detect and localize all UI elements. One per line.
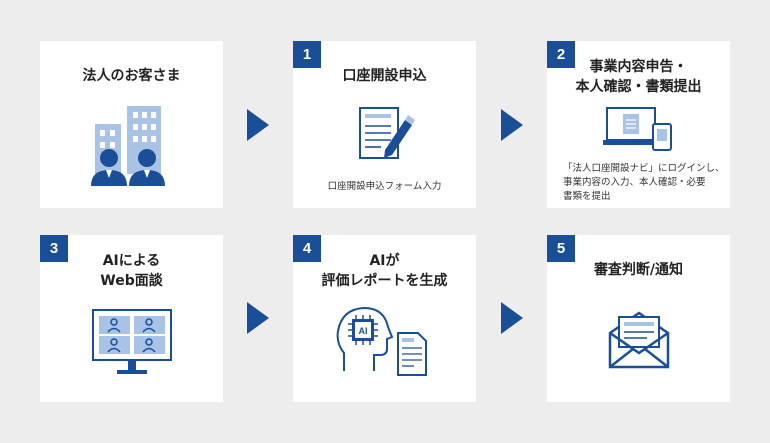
card-description-line: 事業内容の入力、本人確認・必要 (563, 177, 706, 188)
card-title: 審査判断/通知 (593, 262, 684, 278)
flow-arrow-right (247, 302, 269, 334)
svg-text:AI: AI (359, 326, 368, 336)
card-title: 事業内容申告・ 本人確認・書類提出 (575, 59, 702, 95)
card-step-1: 1 口座開設申込 口座開設申込フォーム入力 (293, 41, 476, 208)
card-title: AIが 評価レポートを生成 (321, 253, 448, 289)
step-number-badge: 4 (293, 235, 321, 262)
laptop-smartphone-icon (603, 107, 672, 151)
card-step-3: 3 AIによる Web面談 (40, 235, 223, 402)
card-description: 口座開設申込フォーム入力 (327, 181, 442, 192)
card-step-2: 2 事業内容申告・ 本人確認・書類提出 「法人口座開設ナビ」にログインし、 事業… (547, 41, 730, 208)
video-meeting-icon (92, 309, 172, 374)
flow-arrow-right (247, 109, 269, 141)
card-title: AIによる Web面談 (100, 253, 163, 289)
corporate-customer-icon (91, 106, 165, 186)
card-step-5: 5 審査判断/通知 (547, 235, 730, 402)
card-title: 法人のお客さま (82, 68, 181, 84)
ai-report-icon: AI (336, 306, 427, 376)
card-title: 口座開設申込 (342, 68, 427, 84)
card-step-4: 4 AIが 評価レポートを生成 AI (293, 235, 476, 402)
step-number-badge: 3 (40, 235, 68, 262)
application-form-icon (359, 107, 415, 159)
flow-arrow-right (501, 302, 523, 334)
card-corporate-customer: 法人のお客さま (40, 41, 223, 208)
card-description-line: 書類を提出 (563, 191, 611, 202)
card-description-line: 「法人口座開設ナビ」にログインし、 (563, 163, 725, 174)
step-number-badge: 2 (547, 41, 575, 68)
step-number-badge: 1 (293, 41, 321, 68)
step-number-badge: 5 (547, 235, 575, 262)
mail-notification-icon (608, 311, 670, 369)
flow-arrow-right (501, 109, 523, 141)
